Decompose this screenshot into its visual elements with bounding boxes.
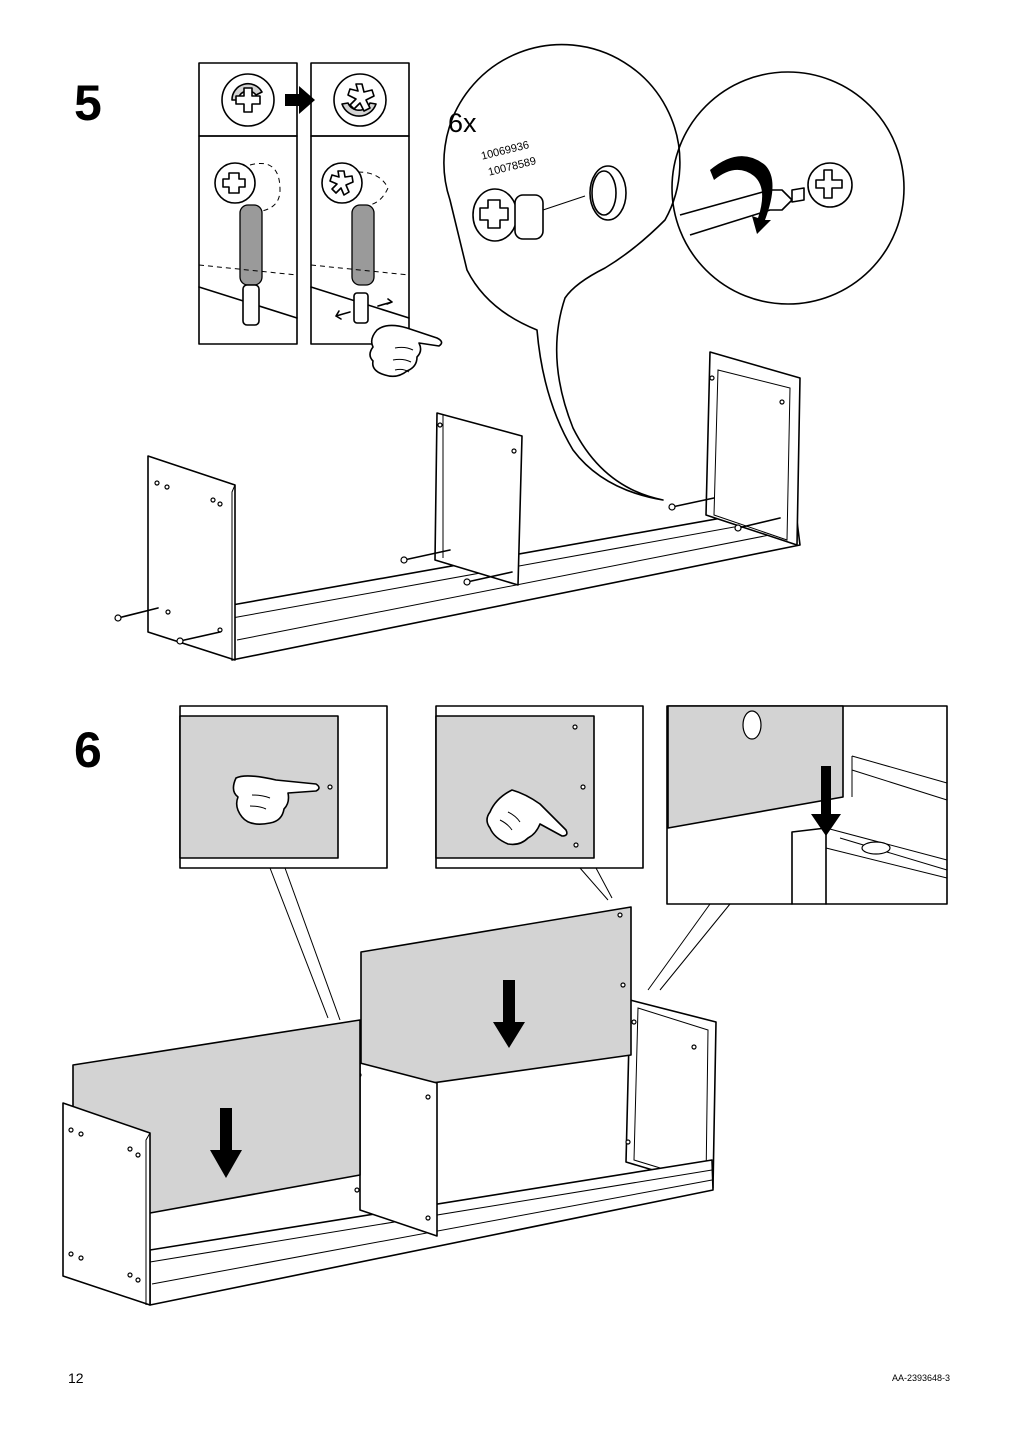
cam-dowel-locked-illustration [310, 162, 410, 324]
pointing-hand-icon [486, 789, 568, 846]
back-panel-detail-1 [179, 705, 388, 1021]
cam-lock-detail-panel [198, 62, 443, 378]
rotate-arrow-icon [710, 156, 773, 234]
cam-lock-part-icon [472, 188, 586, 242]
cam-dowel-unlocked-illustration [198, 162, 298, 326]
cam-lock-inserted-icon [807, 162, 853, 208]
down-arrow-icon [493, 980, 525, 1048]
step5-frame-illustration [114, 351, 801, 661]
quantity-label: 6x [448, 108, 477, 138]
cam-locked-icon [333, 73, 387, 127]
cam-lock-quantity-bubble [443, 43, 681, 501]
step6-cabinet-illustration [62, 906, 717, 1306]
page-number: 12 [68, 1370, 84, 1386]
screwdriver-bubble [671, 71, 905, 305]
back-panel-detail-2 [435, 705, 644, 901]
document-code: AA-2393648-3 [891, 1373, 950, 1383]
screw-icons [114, 497, 781, 645]
step-number-6: 6 [74, 722, 102, 778]
drilled-hole-icon [589, 165, 627, 221]
down-arrow-icon [811, 766, 841, 836]
pointing-hand-icon [232, 775, 320, 825]
down-arrow-icon [210, 1108, 242, 1178]
pointing-hand-icon [369, 324, 443, 378]
back-panel-detail-3 [647, 705, 948, 991]
step-number-5: 5 [74, 75, 102, 131]
right-arrow-icon [285, 86, 315, 114]
cam-open-icon [221, 73, 275, 127]
